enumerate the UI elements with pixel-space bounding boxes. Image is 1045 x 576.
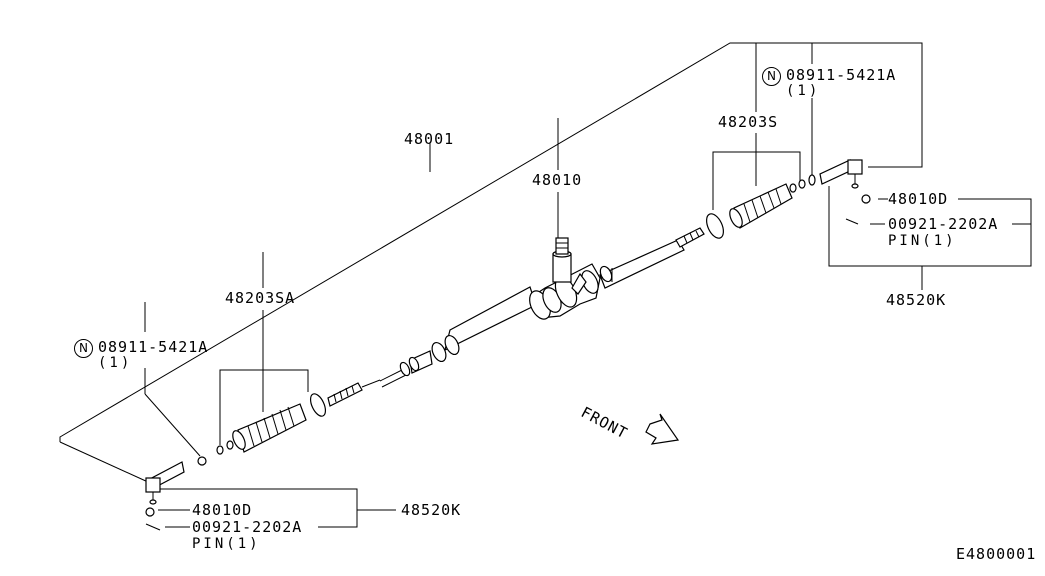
rack-assembly-label: 48001 [404,130,455,148]
left-nut-qty-label: (1) [98,355,133,371]
right-cotter-pin-label: 00921-2202A [888,215,999,233]
left-tie-rod-end-label: 48520K [401,501,462,519]
right-boot-kit-label: 48203S [718,113,779,131]
right-boot [706,179,806,239]
left-cotter-pin-label: 00921-2202A [192,518,303,536]
tie-rod-threads [327,227,705,407]
left-castle-nut-label: 48010D [192,501,253,519]
gear-housing-label: 48010 [532,171,583,189]
right-tie-rod-end [808,159,871,225]
leader-lines [144,43,1032,528]
left-boot [216,393,327,455]
diagram-id-label: E4800001 [956,545,1037,563]
front-arrow-icon [645,413,680,445]
right-castle-nut-label: 48010D [888,190,949,208]
gear-housing [529,237,613,320]
right-nut-part-label: 08911-5421A [786,66,897,84]
right-tie-rod-end-label: 48520K [886,291,947,309]
rack-end-seals [399,334,460,377]
left-nut-part-label: 08911-5421A [98,338,209,356]
assembly-bracket-line [59,42,923,483]
left-tie-rod-end [145,456,207,531]
right-nut-n-symbol: N [762,67,781,86]
right-nut-qty-label: (1) [786,83,821,99]
left-pin-qty-label: PIN(1) [192,536,261,552]
rack-tube [379,239,685,388]
right-pin-qty-label: PIN(1) [888,233,957,249]
left-boot-kit-label: 48203SA [225,289,296,307]
left-nut-n-symbol: N [74,339,93,358]
